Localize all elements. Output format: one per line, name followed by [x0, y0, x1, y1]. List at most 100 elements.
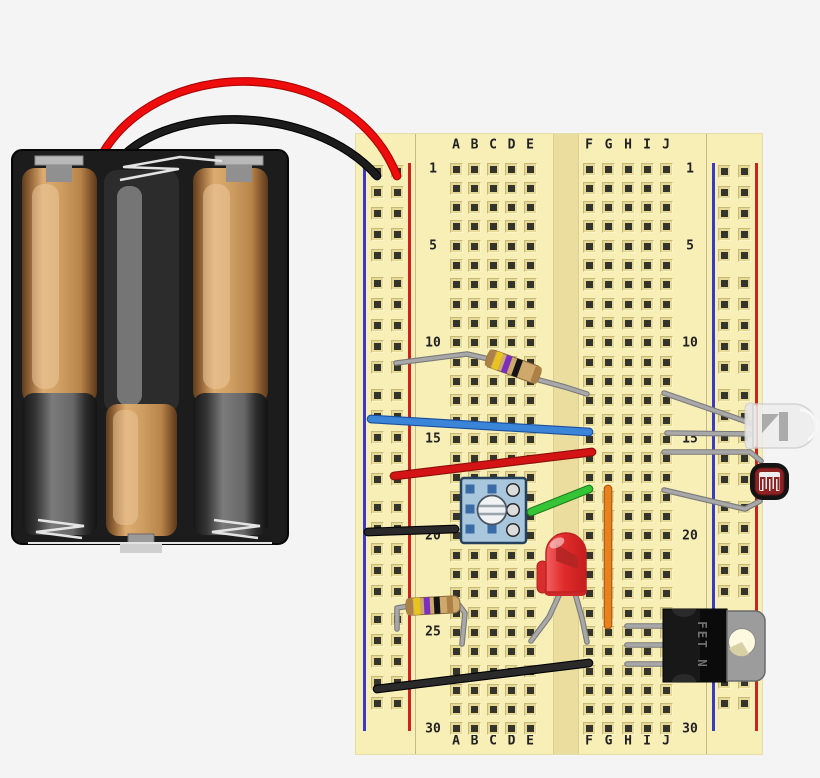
breadboard-hole [486, 181, 500, 195]
breadboard-hole [659, 162, 673, 176]
breadboard-hole [449, 683, 463, 697]
breadboard-hole [390, 563, 404, 577]
breadboard-hole [370, 388, 384, 402]
breadboard-hole [621, 297, 635, 311]
breadboard-hole [390, 276, 404, 290]
battery-wire-red [92, 77, 402, 181]
breadboard-hole [602, 413, 615, 427]
breadboard-hole [621, 239, 635, 253]
breadboard-hole [621, 278, 635, 292]
breadboard-hole [640, 413, 654, 427]
breadboard-hole [582, 316, 596, 330]
breadboard-hole [582, 201, 596, 215]
breadboard-hole [717, 696, 731, 710]
breadboard-hole [449, 239, 463, 253]
breadboard-hole [390, 227, 404, 241]
breadboard-hole [505, 336, 518, 350]
breadboard-hole [468, 374, 481, 388]
row-label-right: 20 [682, 528, 698, 544]
breadboard-hole [505, 297, 518, 311]
breadboard-hole [505, 432, 518, 446]
breadboard-hole [621, 510, 635, 524]
jumper-green [526, 484, 594, 517]
breadboard-hole [659, 413, 673, 427]
breadboard-hole [468, 703, 481, 717]
breadboard-hole [449, 336, 463, 350]
breadboard-hole [523, 181, 537, 195]
breadboard-hole [640, 548, 654, 562]
breadboard-hole [621, 162, 635, 176]
breadboard-hole [468, 432, 481, 446]
breadboard-hole [449, 645, 463, 659]
breadboard-hole [468, 316, 481, 330]
breadboard-hole [640, 683, 654, 697]
breadboard-hole [737, 584, 751, 598]
breadboard-hole [486, 683, 500, 697]
breadboard-hole [659, 568, 673, 581]
column-label-bottom: C [489, 733, 497, 749]
breadboard-hole [370, 360, 384, 374]
breadboard-hole [640, 703, 654, 717]
breadboard-hole [486, 316, 500, 330]
breadboard-hole [737, 248, 751, 262]
battery-wire-black [108, 115, 382, 181]
breadboard-hole [505, 220, 518, 234]
row-label-right: 30 [682, 721, 698, 737]
breadboard-hole [737, 318, 751, 332]
breadboard-hole [505, 374, 518, 388]
breadboard-hole [602, 181, 615, 195]
breadboard-hole [737, 696, 751, 710]
breadboard-hole [468, 181, 481, 195]
breadboard-hole [659, 374, 673, 388]
breadboard-hole [640, 490, 654, 504]
breadboard-hole [737, 521, 751, 535]
breadboard-hole [621, 452, 635, 466]
breadboard-hole [370, 451, 384, 465]
breadboard-hole [523, 587, 537, 601]
breadboard-hole [621, 413, 635, 427]
column-label-bottom: B [470, 733, 479, 749]
breadboard-hole [621, 259, 635, 273]
led-clear [661, 390, 818, 450]
breadboard-hole [717, 388, 731, 402]
breadboard-hole [390, 633, 404, 647]
breadboard-hole [582, 529, 596, 543]
breadboard-hole [621, 703, 635, 717]
breadboard-hole [370, 185, 384, 199]
breadboard-hole [523, 645, 537, 659]
column-label-top: F [585, 137, 593, 153]
breadboard-hole [659, 201, 673, 215]
breadboard-hole [370, 584, 384, 598]
breadboard-hole [370, 206, 384, 220]
column-label-bottom: G [604, 733, 613, 749]
breadboard-hole [468, 645, 481, 659]
breadboard-hole [640, 355, 654, 369]
breadboard-hole [640, 374, 654, 388]
breadboard-hole [602, 703, 615, 717]
breadboard-hole [523, 162, 537, 176]
breadboard-hole [390, 248, 404, 262]
resistor-2 [394, 595, 468, 647]
breadboard-hole [717, 276, 731, 290]
breadboard-hole [659, 548, 673, 562]
breadboard-hole [523, 316, 537, 330]
breadboard-hole [468, 625, 481, 639]
breadboard-hole [640, 510, 654, 524]
breadboard-hole [640, 606, 654, 620]
breadboard-hole [486, 625, 500, 639]
breadboard-hole [659, 683, 673, 697]
breadboard-hole [737, 276, 751, 290]
breadboard-hole [486, 239, 500, 253]
row-label-left: 1 [429, 161, 437, 177]
breadboard-hole [640, 181, 654, 195]
breadboard-hole [468, 548, 481, 562]
breadboard-hole [737, 297, 751, 311]
breadboard-hole [640, 529, 654, 543]
column-label-top: H [624, 137, 632, 153]
breadboard-hole [505, 181, 518, 195]
breadboard-hole [486, 394, 500, 408]
breadboard-hole [468, 336, 481, 350]
breadboard-hole [717, 584, 731, 598]
